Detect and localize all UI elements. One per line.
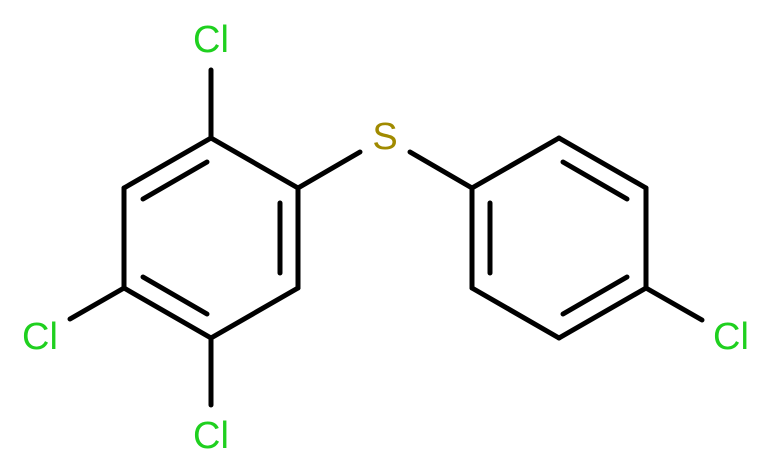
atom-label-cl-right: Cl	[713, 316, 749, 358]
bond-c10-cl-right	[643, 285, 705, 323]
atom-label-cl-bottom: Cl	[193, 415, 229, 457]
bond-ring1-c4-c5	[121, 285, 214, 341]
bond-ring2-c8-c9	[556, 135, 649, 191]
atom-labels: Cl Cl Cl Cl S	[22, 19, 749, 457]
bond-ring1-c1-c2	[208, 135, 301, 191]
bond-c2-s	[295, 149, 363, 191]
bond-ring1-inner-3	[140, 274, 210, 317]
atom-label-cl-top: Cl	[193, 19, 229, 61]
bonds	[67, 67, 705, 408]
bond-ring2-c7-c8	[469, 135, 562, 191]
bond-s-c7	[407, 149, 475, 191]
bond-ring2-c10-c11	[556, 285, 649, 341]
bond-ring2-c11-c12	[469, 285, 562, 341]
bond-c5-cl-left	[67, 285, 127, 322]
bond-ring2-inner-1	[560, 159, 630, 202]
bond-ring2-inner-2	[560, 274, 630, 317]
bond-ring1-c6-c1	[121, 135, 214, 191]
atom-label-sulfur: S	[372, 116, 397, 158]
atom-label-cl-left: Cl	[22, 316, 58, 358]
bond-ring1-inner-1	[140, 159, 210, 202]
bond-ring1-c3-c4	[208, 285, 301, 341]
